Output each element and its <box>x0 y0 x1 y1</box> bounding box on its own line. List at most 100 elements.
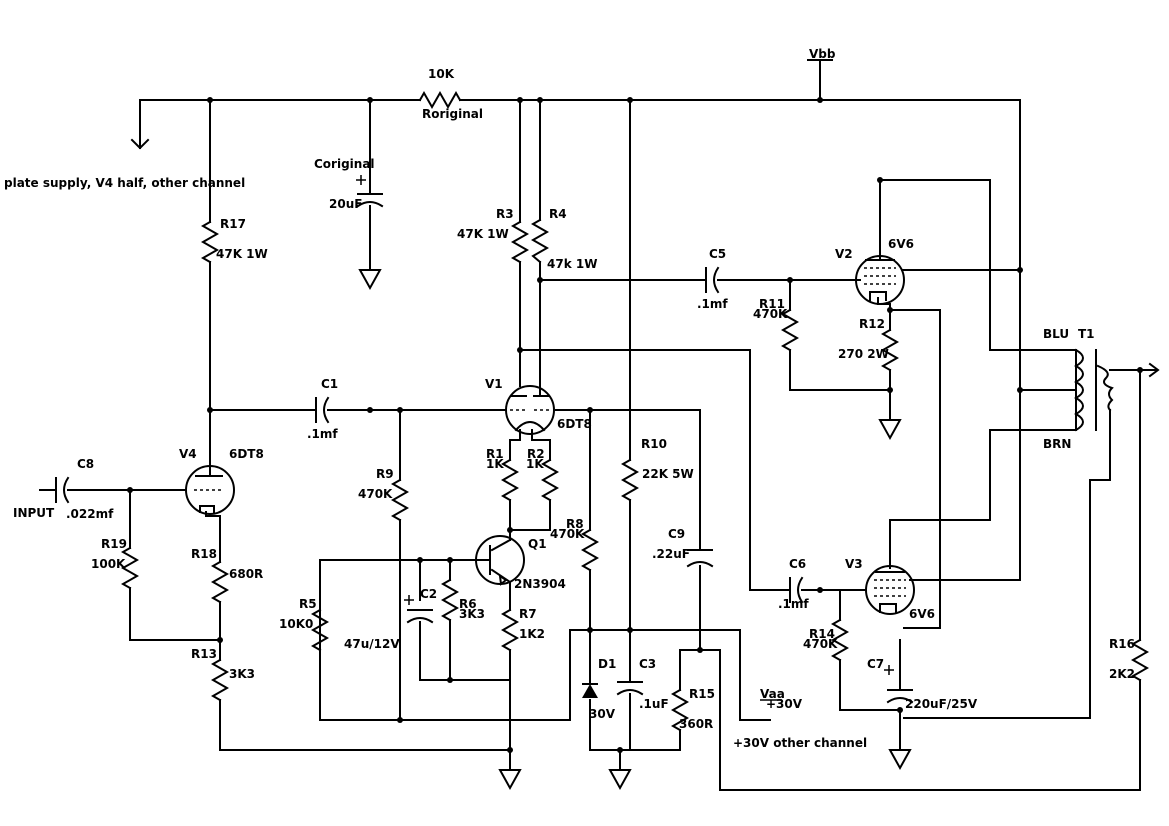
label-c5: C5 <box>709 247 726 261</box>
resistor-r12 <box>880 328 900 372</box>
resistor-r15 <box>670 688 690 732</box>
label-r12: R12 <box>859 317 885 331</box>
ground-symbol <box>878 419 902 441</box>
capacitor-c2 <box>406 609 434 624</box>
label-r11: R11 <box>759 297 785 311</box>
wires <box>39 59 1160 791</box>
resistor-r18 <box>210 560 230 604</box>
capacitor-c9 <box>686 549 714 568</box>
label-r14: R14 <box>809 627 835 641</box>
resistors <box>120 90 1150 732</box>
resistor-r17 <box>200 220 220 264</box>
label-v4-type: 6DT8 <box>229 447 264 461</box>
label-c8: C8 <box>77 457 94 471</box>
resistor-r14 <box>830 618 850 662</box>
label-r16: R16 <box>1109 637 1135 651</box>
label-r3: R3 <box>496 207 514 221</box>
label-c5-value: .1mf <box>697 297 728 311</box>
grounds <box>358 269 912 791</box>
label-r10: R10 <box>641 437 667 451</box>
label-v3: V3 <box>845 557 863 571</box>
label-r5: R5 <box>299 597 317 611</box>
tube-v4 <box>185 465 235 515</box>
label-r19-value: 100K <box>91 557 126 571</box>
label-d1: D1 <box>598 657 616 671</box>
resistor-r9 <box>390 478 410 522</box>
resistor-r10 <box>620 458 640 502</box>
label-brn: BRN <box>1043 437 1071 451</box>
label-r12-value: 270 2W <box>838 347 889 361</box>
label-input: INPUT <box>13 506 55 520</box>
capacitor-c6 <box>789 576 804 604</box>
resistor-r11 <box>780 308 800 352</box>
label-r19: R19 <box>101 537 127 551</box>
resistor-r7 <box>500 608 520 652</box>
resistor-r19 <box>120 546 140 590</box>
label-10k: 10K <box>428 67 455 81</box>
label-r6-value: 3K3 <box>459 607 485 621</box>
resistor-r16 <box>1130 638 1150 682</box>
label-20uf: 20uF <box>329 197 362 211</box>
label-r2-value: 1K <box>526 457 544 471</box>
label-r15-value: 360R <box>679 717 713 731</box>
capacitor-c8 <box>55 476 70 504</box>
label-r17: R17 <box>220 217 246 231</box>
label-r15: R15 <box>689 687 715 701</box>
label-r5-value: 10K0 <box>279 617 313 631</box>
diode-d1 <box>582 679 598 698</box>
label-c6: C6 <box>789 557 806 571</box>
ground-symbol <box>498 769 522 791</box>
tubes <box>185 255 915 615</box>
tube-v3 <box>865 565 915 615</box>
label-v1-type: 6DT8 <box>557 417 592 431</box>
label-r16-value: 2K2 <box>1109 667 1135 681</box>
label-coriginal: Coriginal <box>314 157 375 171</box>
label-plus30: +30V <box>766 697 803 711</box>
label-plus30-other-channel: +30V other channel <box>733 736 867 750</box>
label-v4: V4 <box>179 447 197 461</box>
label-r8-value: 470K <box>550 527 585 541</box>
label-c8-value: .022mf <box>66 507 114 521</box>
label-r18: R18 <box>191 547 217 561</box>
resistor-r8 <box>580 528 600 572</box>
label-v1: V1 <box>485 377 503 391</box>
label-blu: BLU <box>1043 327 1069 341</box>
label-d1-value: 30V <box>589 707 616 721</box>
label-r10-value: 22K 5W <box>642 467 694 481</box>
label-c6-value: .1mf <box>778 597 809 611</box>
label-r7: R7 <box>519 607 537 621</box>
label-c2: C2 <box>420 587 437 601</box>
ground-symbol <box>358 269 382 291</box>
resistor-r4 <box>530 218 550 264</box>
transistor-q1 <box>475 535 525 586</box>
label-r11-value: 470K <box>753 307 788 321</box>
label-r13: R13 <box>191 647 217 661</box>
label-c3: C3 <box>639 657 656 671</box>
label-r1-value: 1K <box>486 457 504 471</box>
label-c3-value: .1uF <box>639 697 669 711</box>
label-c1-value: .1mf <box>307 427 338 441</box>
resistor-r5 <box>310 608 330 652</box>
label-q1: Q1 <box>528 537 547 551</box>
label-r18-value: 680R <box>229 567 263 581</box>
label-q1-type: 2N3904 <box>514 577 566 591</box>
label-r2: R2 <box>527 447 545 461</box>
label-r17-value: 47K 1W <box>216 247 268 261</box>
label-c2-value: 47u/12V <box>344 637 400 651</box>
label-r9: R9 <box>376 467 394 481</box>
capacitor-c1 <box>315 396 330 424</box>
resistor-r2 <box>540 458 560 502</box>
resistor-roriginal <box>418 90 462 110</box>
label-v2-type: 6V6 <box>888 237 914 251</box>
label-v2: V2 <box>835 247 853 261</box>
label-vbb: Vbb <box>809 47 836 61</box>
label-c9-value: .22uF <box>652 547 690 561</box>
label-r3-value: 47K 1W <box>457 227 509 241</box>
capacitor-coriginal <box>356 193 384 208</box>
resistor-r13 <box>210 658 230 702</box>
label-r7-value: 1K2 <box>519 627 545 641</box>
label-plate-supply: plate supply, V4 half, other channel <box>4 176 245 190</box>
semiconductors <box>475 348 1114 698</box>
capacitor-c3 <box>616 681 644 696</box>
